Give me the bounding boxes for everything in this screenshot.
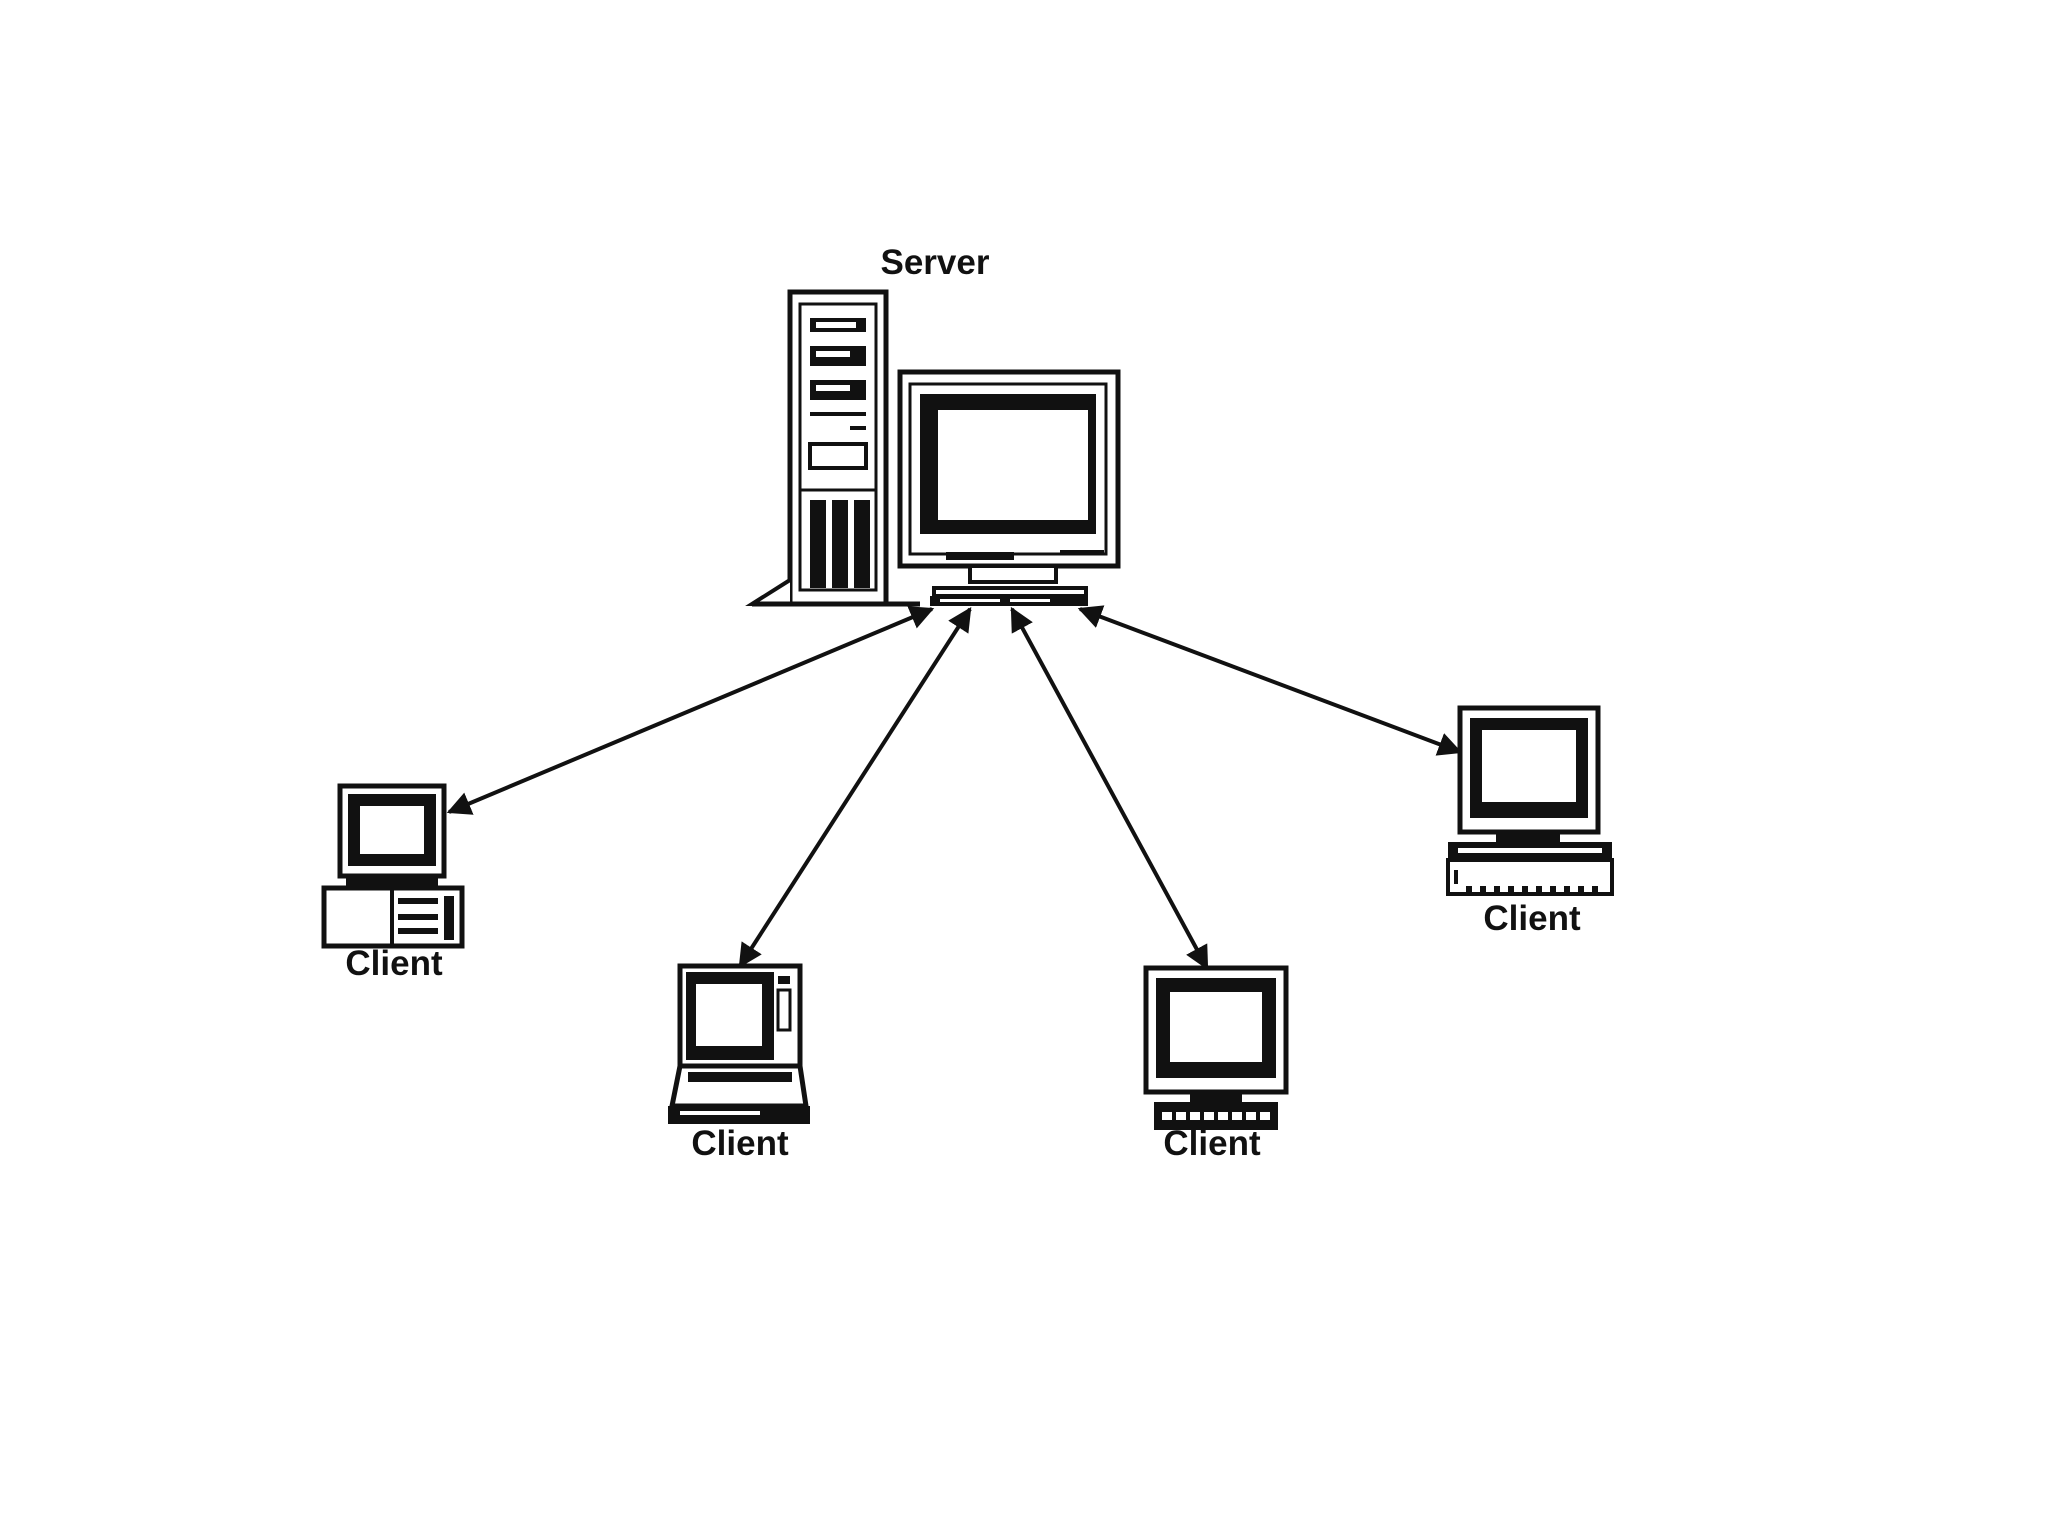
server-node: Server <box>745 243 1121 607</box>
client-node-4: Client <box>1446 705 1614 938</box>
client-label: Client <box>1163 1124 1261 1163</box>
client-label: Client <box>691 1124 789 1163</box>
client-label: Client <box>1483 899 1581 938</box>
server-monitor-icon <box>897 369 1121 606</box>
connection-server-client-3 <box>1010 606 1209 971</box>
client-node-2: Client <box>668 963 810 1163</box>
workstation-computer-icon <box>1143 965 1289 1130</box>
laptop-computer-icon <box>668 963 810 1124</box>
desktop-computer-icon <box>1446 705 1614 896</box>
client-label: Client <box>345 944 443 983</box>
connection-server-client-2 <box>738 606 972 969</box>
desktop-computer-icon <box>321 783 465 949</box>
connection-server-client-4 <box>1077 605 1463 756</box>
server-tower-icon <box>745 289 920 607</box>
server-label: Server <box>881 243 990 282</box>
connection-lines <box>446 605 1463 971</box>
client-node-3: Client <box>1143 965 1289 1163</box>
client-node-1: Client <box>321 783 465 983</box>
